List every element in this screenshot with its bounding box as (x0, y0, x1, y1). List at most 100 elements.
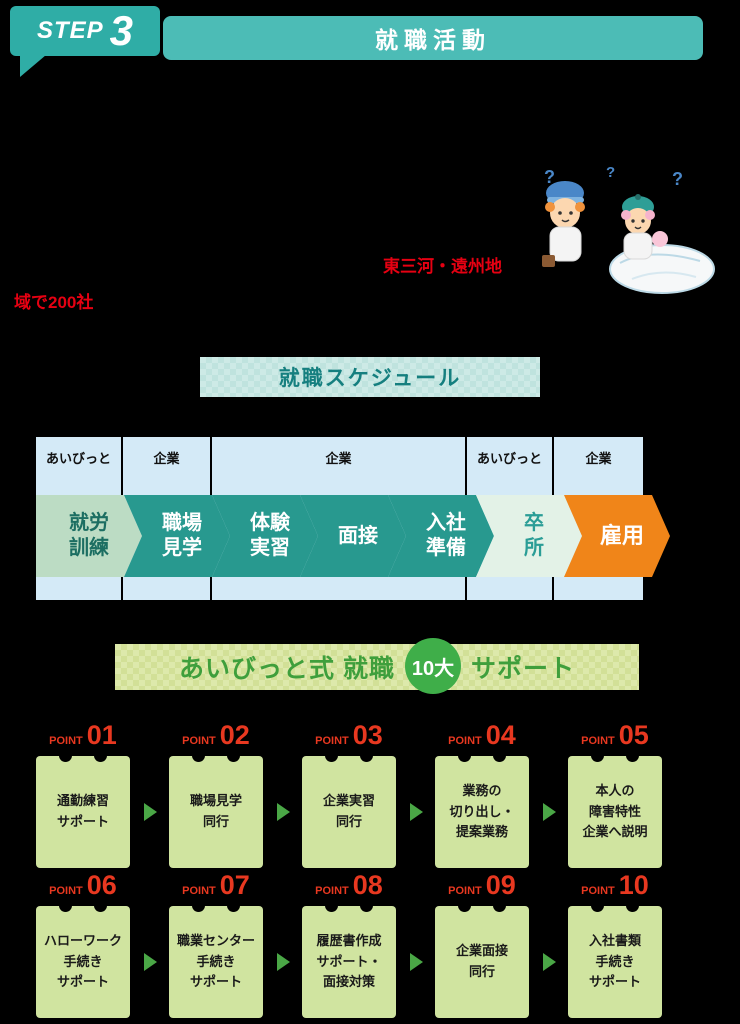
intro-highlight-1: 東三河・遠州地 (383, 257, 502, 276)
support-card: 職場見学 同行 (169, 749, 263, 868)
point-word: POINT (448, 735, 482, 747)
point-number: 02 (219, 720, 250, 750)
ticket-notch (324, 749, 338, 762)
arrow-right-icon (410, 803, 423, 821)
step-word: STEP (36, 17, 104, 44)
point-label: POINT 05 (568, 722, 662, 749)
arrow-right-icon (144, 803, 157, 821)
support-card-label: 履歴書作成 サポート・ 面接対策 (316, 932, 382, 990)
point-word: POINT (581, 885, 615, 897)
point-label: POINT 02 (169, 722, 263, 749)
support-card-label: 職業センター 手続き サポート (176, 932, 255, 990)
point-label: POINT 10 (568, 872, 662, 899)
ticket-notch (324, 899, 338, 912)
support-card: 業務の 切り出し・ 提案業務 (435, 749, 529, 868)
support-title-suffix: サポート (470, 655, 575, 683)
point-label: POINT 08 (302, 872, 396, 899)
section-title: 就職活動 (375, 27, 491, 53)
support-count-badge: 10大 (404, 638, 461, 694)
mascot-illustration: ? ? ? (542, 164, 715, 294)
ticket-notch (590, 749, 604, 762)
point-word: POINT (182, 735, 216, 747)
step-number: 3 (109, 7, 134, 54)
point-label: POINT 06 (36, 872, 130, 899)
support-card-label: ハローワーク 手続き サポート (43, 932, 122, 990)
point-word: POINT (49, 885, 83, 897)
support-card: 履歴書作成 サポート・ 面接対策 (302, 899, 396, 1018)
point-number: 08 (352, 870, 383, 900)
point-number: 06 (86, 870, 117, 900)
flow-step-label: 面接 (338, 524, 378, 547)
arrow-right-icon (144, 953, 157, 971)
flow-column-label: 企業 (325, 451, 352, 466)
support-card: ハローワーク 手続き サポート (36, 899, 130, 1018)
step-badge-tail (20, 55, 46, 77)
ticket-notch (227, 899, 241, 912)
flow-step-label: 雇用 (599, 523, 644, 549)
support-card: 企業実習 同行 (302, 749, 396, 868)
ticket-notch (360, 749, 374, 762)
point-word: POINT (448, 885, 482, 897)
ticket-notch (493, 899, 507, 912)
point-word: POINT (315, 735, 349, 747)
flow-column-label: あいびっと (45, 451, 111, 466)
flow-column-label: 企業 (153, 451, 180, 466)
support-card-label: 通勤練習 サポート (56, 793, 109, 829)
arrow-right-icon (277, 803, 290, 821)
ticket-notch (191, 899, 205, 912)
point-word: POINT (49, 735, 83, 747)
flow-step-label: 体験 実習 (250, 512, 290, 559)
flow-step-label: 職場 見学 (162, 512, 202, 559)
point-word: POINT (182, 885, 216, 897)
schedule-banner: 就職スケジュール (200, 357, 540, 397)
ticket-notch (457, 749, 471, 762)
support-card: 入社書類 手続き サポート (568, 899, 662, 1018)
point-number: 01 (86, 720, 117, 750)
ticket-notch (227, 749, 241, 762)
support-title-prefix: あいびっと式 就職 (179, 655, 395, 683)
ticket-notch (493, 749, 507, 762)
arrow-right-icon (543, 803, 556, 821)
point-number: 05 (618, 720, 649, 750)
question-mark-icon: ? (544, 167, 555, 187)
support-card: 職業センター 手続き サポート (169, 899, 263, 1018)
flow-step: 就労 訓練 (36, 495, 142, 577)
arrow-right-icon (277, 953, 290, 971)
point-word: POINT (315, 885, 349, 897)
point-label: POINT 09 (435, 872, 529, 899)
point-label: POINT 04 (435, 722, 529, 749)
ticket-notch (58, 749, 72, 762)
section-title-bar: 就職活動 (163, 16, 703, 60)
ticket-notch (457, 899, 471, 912)
point-label: POINT 03 (302, 722, 396, 749)
ticket-notch (626, 899, 640, 912)
ticket-notch (58, 899, 72, 912)
point-label: POINT 07 (169, 872, 263, 899)
intro-highlight-2: 域で200社 (14, 293, 94, 312)
ticket-notch (360, 899, 374, 912)
flow-column-label: あいびっと (476, 451, 542, 466)
flow-step-label: 就労 訓練 (69, 512, 109, 559)
support-banner: あいびっと式 就職 10大 サポート (115, 638, 639, 694)
arrow-right-icon (410, 953, 423, 971)
support-card-label: 職場見学 同行 (189, 793, 242, 829)
step-badge: STEP 3 (10, 6, 160, 56)
point-number: 04 (485, 720, 516, 750)
ticket-notch (94, 749, 108, 762)
ticket-notch (94, 899, 108, 912)
support-card: 企業面接 同行 (435, 899, 529, 1018)
schedule-title: 就職スケジュール (278, 367, 462, 390)
question-mark-icon: ? (606, 164, 615, 181)
ticket-notch (626, 749, 640, 762)
point-number: 07 (219, 870, 250, 900)
support-card-label: 企業面接 同行 (455, 943, 508, 979)
question-mark-icon: ? (672, 169, 683, 189)
point-number: 03 (352, 720, 383, 750)
flow-step-label: 卒 所 (524, 512, 544, 559)
point-word: POINT (581, 735, 615, 747)
ticket-notch (191, 749, 205, 762)
arrow-right-icon (543, 953, 556, 971)
support-card-label: 本人の 障害特性 企業へ説明 (582, 782, 648, 840)
support-card-label: 入社書類 手続き サポート (588, 932, 641, 990)
